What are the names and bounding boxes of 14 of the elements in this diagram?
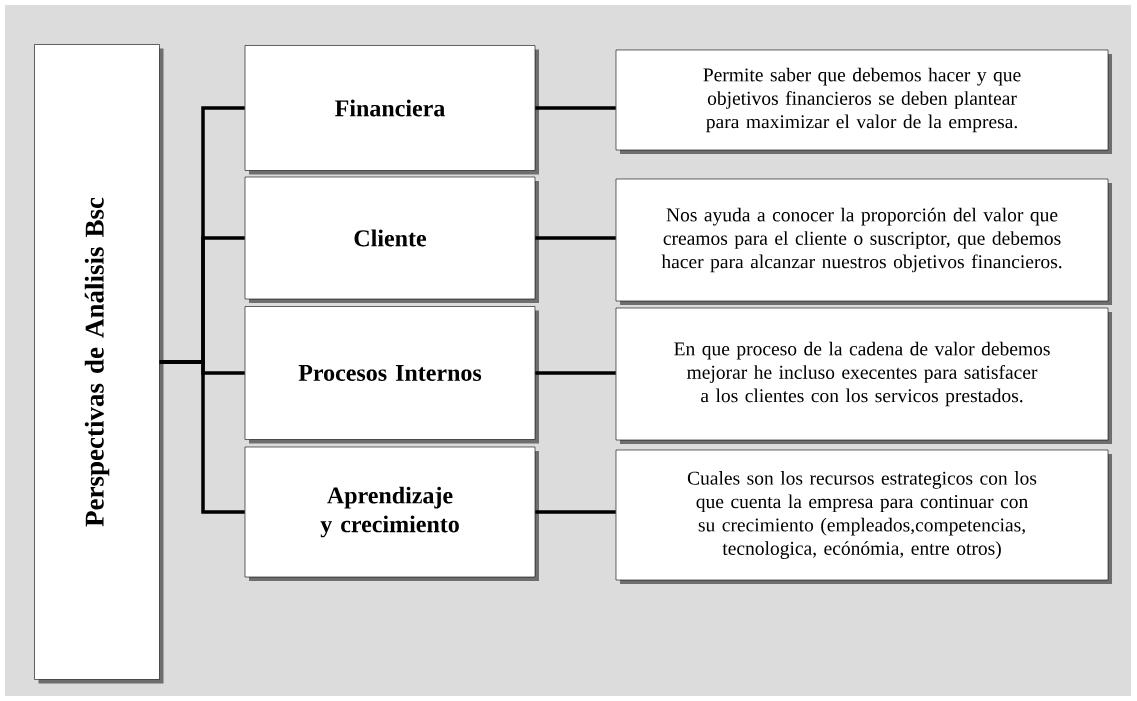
description-box: En que proceso de la cadena de valor debemos mejorar he incluso execentes para satisfacer a los clientes con los servicos prestados. [615,307,1112,444]
description-box: Nos ayuda a conocer la proporción del valor que creamos para el cliente o suscriptor, que debemos hacer para alcanzar nuestros objetivos financieros. [615,178,1112,305]
connector-line [159,360,245,514]
category-box: Procesos Internos [244,306,539,444]
category-box: Cliente [244,176,539,303]
category-box: Financiera [244,45,539,175]
connector-line [535,236,616,240]
description-box: Cuales son los recursos estrategicos con los que cuenta la empresa para continuar con su crecimiento (empleados,competencias, tecnologica, ecónómia, entre otros) [615,449,1112,584]
description-box: Permite saber que debemos hacer y que objetivos financieros se deben plantear para maximizar el valor de la empresa. [615,49,1112,154]
connector-line [535,510,616,514]
title-box: Perspectivas de Análisis Bsc [34,44,164,684]
connector-line [535,371,616,375]
connector-line [535,106,616,110]
category-box: Aprendizaje y crecimiento [244,446,539,581]
